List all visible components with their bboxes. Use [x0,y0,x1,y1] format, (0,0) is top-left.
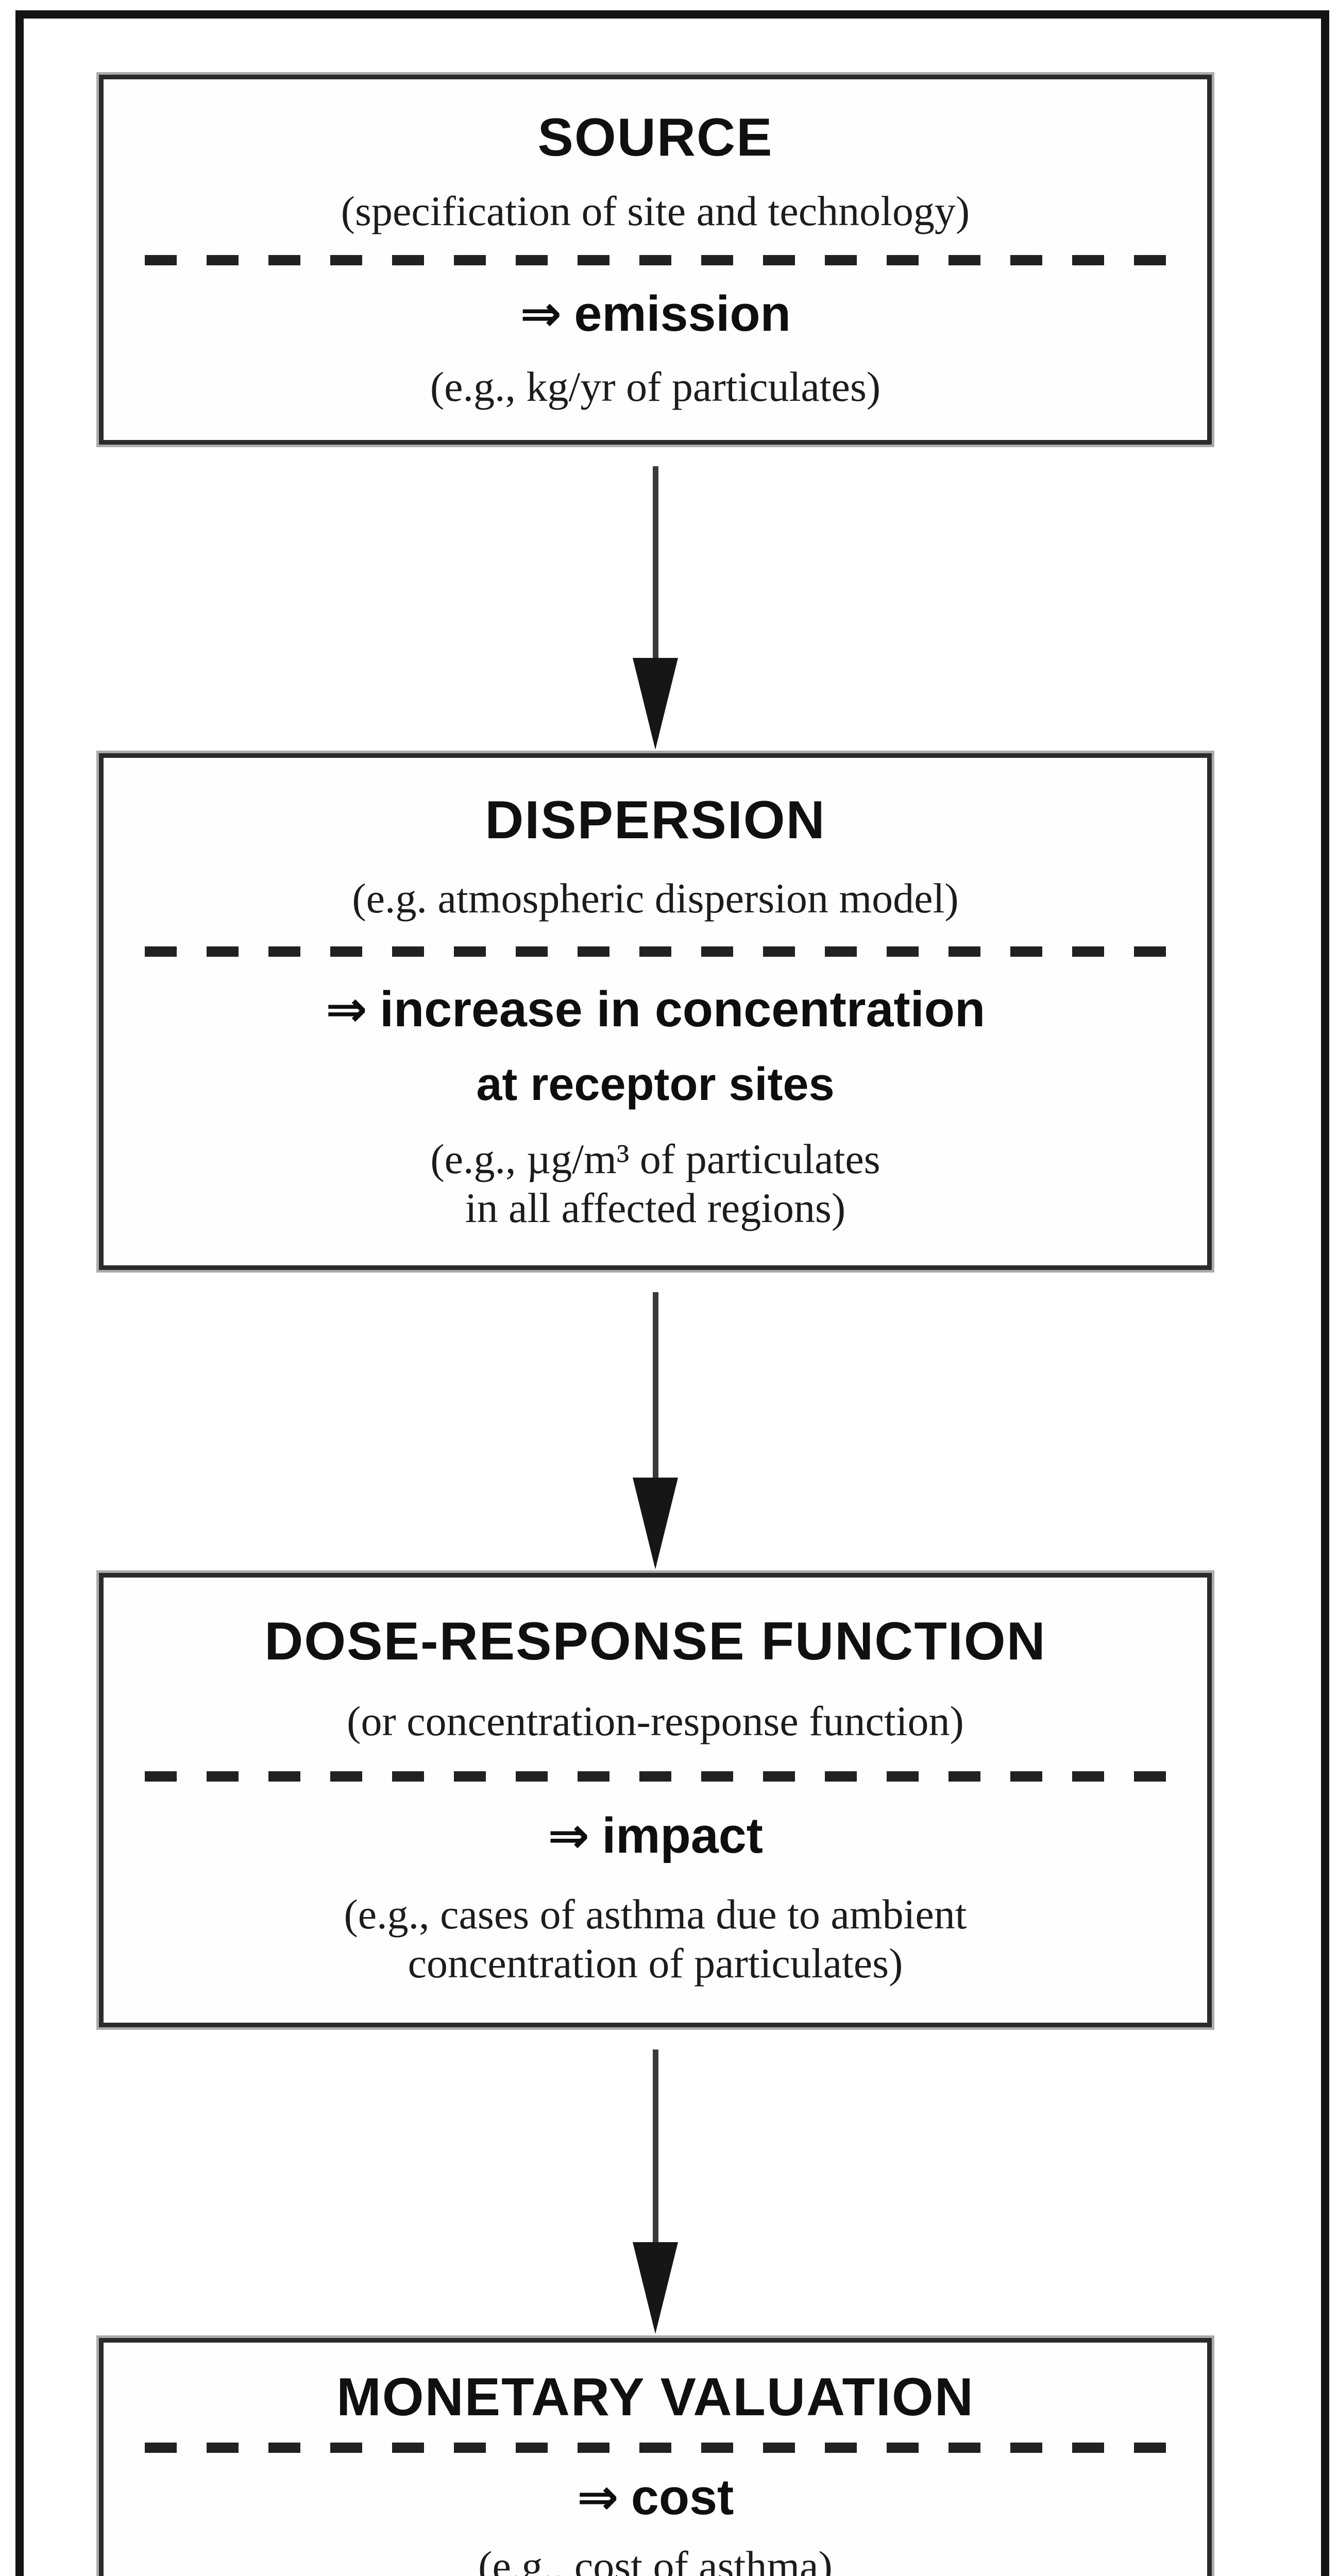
box-output-source: ⇒emission [520,285,791,343]
box-title-source: SOURCE [537,107,773,167]
box-output-monetary-valuation: ⇒cost [577,2468,734,2526]
flow-box-dose-response: DOSE-RESPONSE FUNCTION (or concentration… [96,1570,1214,2030]
box-note-line1: (e.g., µg/m³ of particulates [430,1135,880,1182]
box-output-dose-response: ⇒impact [548,1807,763,1865]
box-subtitle-source: (specification of site and technology) [341,188,970,235]
arrow-line [652,2049,658,2242]
box-note-group-dispersion: (e.g., µg/m³ of particulates in all affe… [430,1134,880,1232]
box-subtitle-dose-response: (or concentration-response function) [347,1698,964,1745]
output-label-line2: at receptor sites [476,1059,835,1111]
output-label: impact [602,1807,763,1864]
box-output-dispersion: ⇒increase in concentration [326,980,985,1038]
dashed-divider [145,255,1166,266]
box-note-monetary-valuation: (e.g., cost of asthma) [478,2543,833,2576]
arrowhead-down-icon [633,1478,678,1569]
flow-arrow-1 [632,466,679,750]
output-label: emission [574,285,791,342]
arrow-line [652,466,658,658]
output-label: increase in concentration [380,980,986,1037]
flow-box-dispersion: DISPERSION (e.g. atmospheric dispersion … [96,751,1214,1273]
box-title-dose-response: DOSE-RESPONSE FUNCTION [264,1612,1046,1672]
double-arrow-icon: ⇒ [520,285,562,342]
dashed-divider [145,1771,1166,1782]
double-arrow-icon: ⇒ [325,980,368,1037]
box-title-dispersion: DISPERSION [485,790,826,851]
arrowhead-down-icon [633,2242,678,2334]
box-note-line2: in all affected regions) [465,1184,846,1231]
box-title-monetary-valuation: MONETARY VALUATION [336,2367,974,2427]
double-arrow-icon: ⇒ [577,2469,619,2526]
dashed-divider [145,946,1166,957]
double-arrow-icon: ⇒ [548,1807,590,1864]
arrow-line [652,1292,658,1478]
flow-box-monetary-valuation: MONETARY VALUATION ⇒cost (e.g., cost of … [96,2335,1214,2576]
box-output-group-dispersion: ⇒increase in concentration at receptor s… [326,980,985,1111]
box-subtitle-dispersion: (e.g. atmospheric dispersion model) [352,874,959,922]
dashed-divider [145,2442,1166,2453]
flow-arrow-3 [632,2049,679,2334]
arrowhead-down-icon [633,658,678,750]
box-note-line2: concentration of particulates) [408,1940,903,1987]
flow-arrow-2 [632,1292,679,1569]
output-label: cost [631,2469,734,2526]
box-note-source: (e.g., kg/yr of particulates) [430,363,881,410]
box-note-line1: (e.g., cases of asthma due to ambient [344,1891,967,1938]
flow-box-source: SOURCE (specification of site and techno… [96,72,1214,447]
box-note-group-dose-response: (e.g., cases of asthma due to ambient co… [344,1890,967,1988]
